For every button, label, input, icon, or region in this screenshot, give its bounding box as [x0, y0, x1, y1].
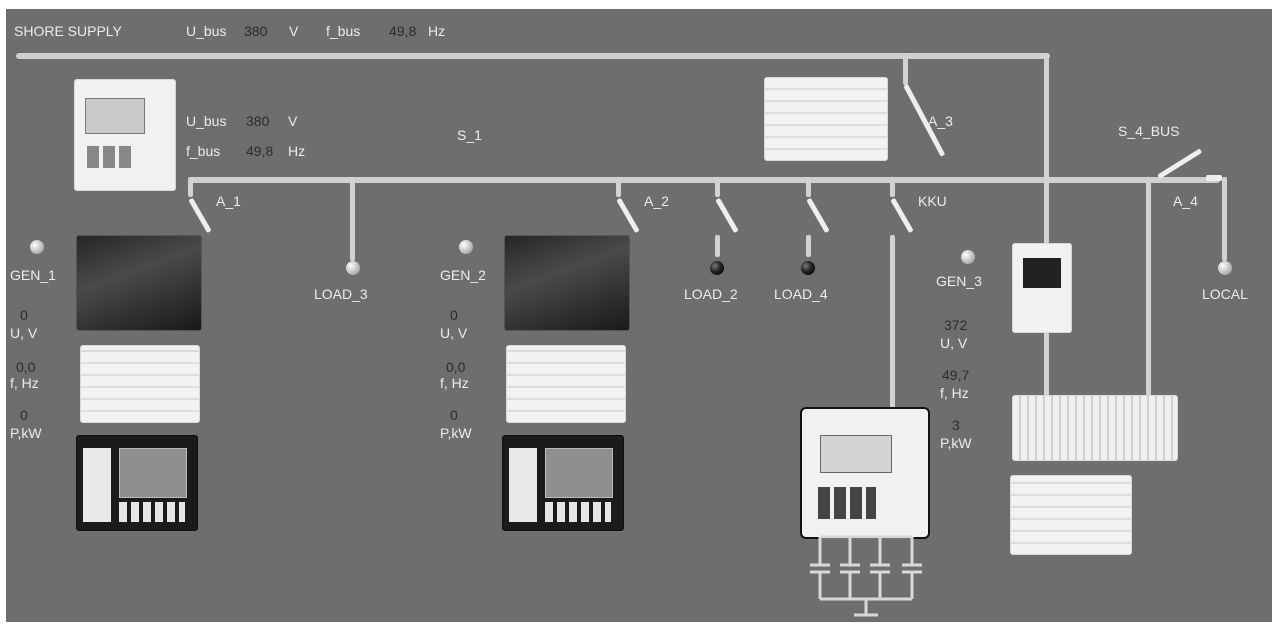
- gen1-name: GEN_1: [10, 267, 56, 283]
- bus-meter-u-value: 380: [246, 113, 270, 129]
- gen2-engine-image: [504, 235, 630, 331]
- gen2-p-label: P,kW: [440, 425, 472, 441]
- local-lamp: [1218, 261, 1232, 275]
- load2-lower: [715, 235, 720, 257]
- load3-drop: [350, 177, 355, 261]
- a1-label: A_1: [216, 193, 241, 209]
- gen1-panel-screen: [119, 448, 187, 498]
- bus-meter-device: [74, 79, 176, 191]
- gen1-control-panel: [76, 435, 198, 531]
- breaker-s4-bus[interactable]: [1157, 148, 1203, 180]
- bus-meter-keypad: [87, 146, 135, 168]
- breaker-a2[interactable]: [616, 197, 640, 234]
- main-bus: [188, 177, 1220, 183]
- kku-down: [890, 235, 895, 409]
- load3-lamp: [346, 261, 360, 275]
- bus-meter-u-unit: V: [288, 113, 298, 129]
- load3-label: LOAD_3: [314, 286, 368, 302]
- kku-display: [820, 435, 892, 473]
- load4-label: LOAD_4: [774, 286, 828, 302]
- shore-bus: [16, 53, 1050, 59]
- load2-lamp: [710, 261, 724, 275]
- local-drop: [1222, 177, 1227, 261]
- gen1-panel-display: [83, 448, 111, 522]
- gen3-p-value: 3: [952, 417, 960, 433]
- gen2-f-label: f, Hz: [440, 375, 469, 391]
- breaker-a4[interactable]: [1206, 175, 1222, 181]
- kku-stub: [890, 177, 895, 197]
- a2-stub: [616, 177, 621, 197]
- gen3-f-label: f, Hz: [940, 385, 969, 401]
- gen3-u-label: U, V: [940, 335, 968, 351]
- gen2-name: GEN_2: [440, 267, 486, 283]
- gen3-u-value: 372: [944, 317, 968, 333]
- load4-stub: [806, 177, 811, 197]
- gen1-f-label: f, Hz: [10, 375, 39, 391]
- gen1-controller: [80, 345, 200, 423]
- s1-label: S_1: [457, 127, 482, 143]
- gen2-panel-screen: [545, 448, 613, 498]
- shore-f-label: f_bus: [326, 23, 361, 39]
- shore-u-value: 380: [244, 23, 268, 39]
- gen1-p-value: 0: [20, 407, 28, 423]
- gen3-p-label: P,kW: [940, 435, 972, 451]
- capacitor-bank: [810, 535, 922, 617]
- gen1-panel-keys: [119, 502, 185, 522]
- a3-feed: [903, 55, 908, 85]
- breaker-a1[interactable]: [188, 197, 212, 234]
- motor-generator-set: [1012, 395, 1178, 461]
- gen2-controller: [506, 345, 626, 423]
- local-label: LOCAL: [1202, 286, 1248, 302]
- gen2-control-panel: [502, 435, 624, 531]
- shore-u-label: U_bus: [186, 23, 227, 39]
- a4-label: A_4: [1173, 193, 1198, 209]
- gen2-p-value: 0: [450, 407, 458, 423]
- breaker-kku[interactable]: [890, 197, 914, 234]
- gen1-u-value: 0: [20, 307, 28, 323]
- a3-label: A_3: [928, 113, 953, 129]
- gen1-indicator-lamp: [30, 240, 44, 254]
- load2-stub: [715, 177, 720, 197]
- shore-title: SHORE SUPPLY: [14, 23, 122, 39]
- breaker-load2[interactable]: [715, 197, 739, 234]
- shore-f-value: 49,8: [389, 23, 417, 39]
- gen1-u-label: U, V: [10, 325, 38, 341]
- gen2-panel-keys: [545, 502, 611, 522]
- s4-bus-label: S_4_BUS: [1118, 123, 1180, 139]
- load4-lower: [806, 235, 811, 257]
- bus-meter-u-label: U_bus: [186, 113, 227, 129]
- bus-meter-f-unit: Hz: [288, 143, 306, 159]
- bus-meter-f-label: f_bus: [186, 143, 221, 159]
- bus-meter-f-value: 49,8: [246, 143, 274, 159]
- a1-stub: [188, 177, 193, 197]
- breaker-load4[interactable]: [806, 197, 830, 234]
- mimic-panel: SHORE SUPPLY U_bus 380 V f_bus 49,8 Hz A…: [6, 9, 1272, 622]
- gen1-p-label: P,kW: [10, 425, 42, 441]
- motor-controller: [1010, 475, 1132, 555]
- shore-f-unit: Hz: [428, 23, 446, 39]
- a2-label: A_2: [644, 193, 669, 209]
- kku-label: KKU: [918, 193, 947, 209]
- gen3-name: GEN_3: [936, 273, 982, 289]
- gen3-indicator-lamp: [961, 250, 975, 264]
- shore-u-unit: V: [289, 23, 299, 39]
- shore-bus-right-drop: [1044, 53, 1049, 421]
- gen2-u-value: 0: [450, 307, 458, 323]
- gen3-f-value: 49,7: [942, 367, 970, 383]
- bus-meter-screen: [85, 98, 145, 134]
- motor-drop: [1146, 177, 1151, 413]
- load2-label: LOAD_2: [684, 286, 738, 302]
- converter-display: [1023, 258, 1061, 288]
- gen1-f-value: 0,0: [16, 359, 36, 375]
- load4-lamp: [801, 261, 815, 275]
- gen2-u-label: U, V: [440, 325, 468, 341]
- a3-controller: [764, 77, 888, 161]
- gen2-indicator-lamp: [459, 240, 473, 254]
- gen2-f-value: 0,0: [446, 359, 466, 375]
- kku-keypad: [818, 487, 876, 519]
- gen2-panel-display: [509, 448, 537, 522]
- gen3-frequency-converter: [1012, 243, 1072, 333]
- kku-controller: [800, 407, 930, 539]
- gen1-engine-image: [76, 235, 202, 331]
